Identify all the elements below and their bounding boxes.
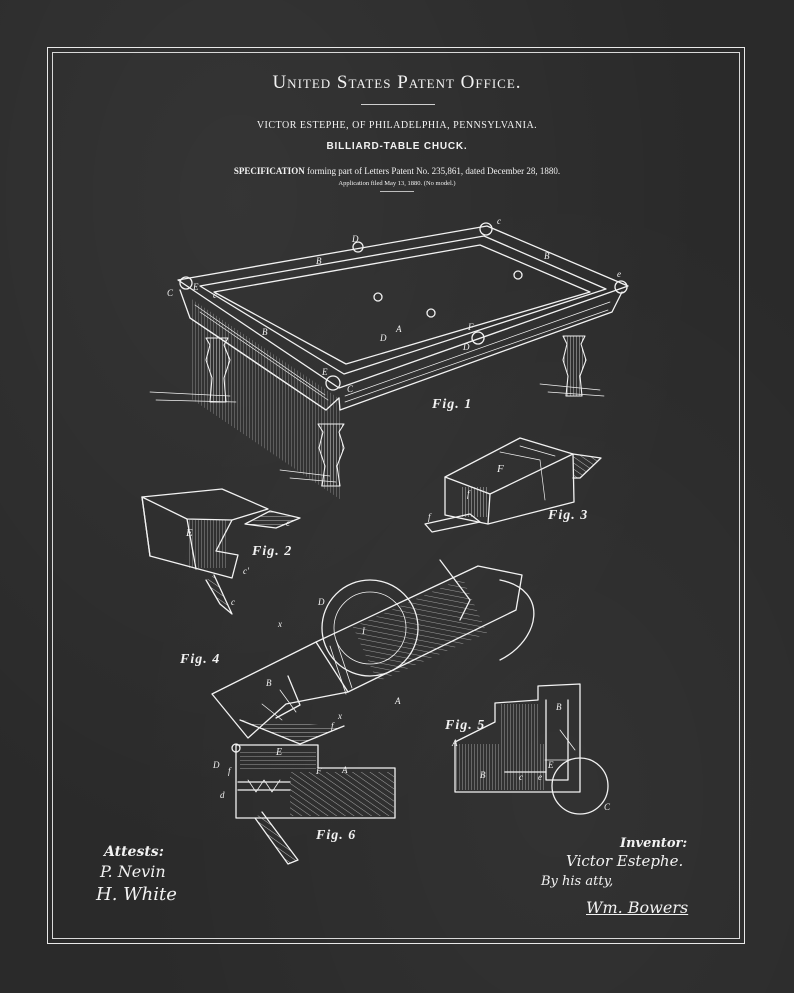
ref-letter: B xyxy=(556,702,562,712)
ref-letter: E xyxy=(186,527,193,539)
ref-letter: c xyxy=(213,290,217,300)
by-attorney: By his atty, xyxy=(541,874,614,889)
inventor-signature: Victor Estephe. xyxy=(566,852,684,870)
ref-letter: f xyxy=(467,489,470,499)
pocket-side-front xyxy=(471,331,485,345)
invention-title: BILLIARD-TABLE CHUCK. xyxy=(326,141,468,152)
fig3-block xyxy=(424,437,602,533)
table-outer-rail xyxy=(177,225,629,389)
table-bed xyxy=(213,244,591,365)
ref-letter: D xyxy=(318,597,325,607)
table-leg-front xyxy=(317,423,345,487)
ref-letter: c xyxy=(497,216,501,226)
attorney-signature: Wm. Bowers xyxy=(586,898,689,917)
ref-letter: B xyxy=(544,251,550,261)
pocket-front-left xyxy=(325,375,341,391)
ref-letter: c xyxy=(231,597,235,607)
ref-letter: A xyxy=(342,765,348,775)
ref-letter: B xyxy=(480,770,486,780)
ref-letter: e xyxy=(617,269,621,279)
ref-letter: B xyxy=(262,327,268,337)
ref-letter: D xyxy=(463,342,470,352)
ref-letter: D xyxy=(213,760,220,770)
title-divider xyxy=(361,104,435,105)
ref-letter: E xyxy=(276,747,283,758)
ref-letter: e xyxy=(538,772,542,782)
patent-office-title: United States Patent Office. xyxy=(272,72,522,93)
attest-label: Attests: xyxy=(104,844,164,860)
spec-prefix: SPECIFICATION xyxy=(233,166,305,176)
inventor-line: VICTOR ESTEPHE, OF PHILADELPHIA, PENNSYL… xyxy=(256,120,538,131)
ref-letter: A xyxy=(452,738,458,748)
ref-letter: d xyxy=(220,790,225,800)
fig6-cross-section xyxy=(231,743,396,865)
fig1-billiard-table xyxy=(149,222,629,500)
ref-letter: C xyxy=(167,288,174,298)
ball-1 xyxy=(373,292,383,302)
ref-letter: c' xyxy=(243,566,249,576)
fig2-label: Fig. 2 xyxy=(252,544,293,559)
pocket-back-left xyxy=(179,276,193,290)
witness-signature-1: P. Nevin xyxy=(100,862,166,881)
ref-letter: f xyxy=(428,512,431,522)
ref-letter: E xyxy=(322,367,328,377)
ref-letter: E xyxy=(548,760,554,770)
ref-letter: D xyxy=(352,234,359,244)
ref-letter: f xyxy=(331,721,334,731)
table-cushion xyxy=(199,235,607,375)
fig3-label: Fig. 3 xyxy=(548,508,589,523)
ref-letter: C xyxy=(347,384,354,394)
fig5-label: Fig. 5 xyxy=(445,718,486,733)
ref-letter: D xyxy=(380,333,387,343)
fig5-corner-section xyxy=(454,683,609,815)
table-leg-right xyxy=(562,335,587,397)
spec-text: forming part of Letters Patent No. 235,8… xyxy=(306,166,561,176)
ref-letter: I xyxy=(362,626,365,636)
ref-letter: f xyxy=(228,766,231,776)
ref-letter: A xyxy=(396,324,402,334)
specification-line: SPECIFICATION forming part of Letters Pa… xyxy=(0,166,794,176)
ref-letter: F xyxy=(497,463,504,475)
ref-letter: e xyxy=(286,518,290,528)
ref-letter: C xyxy=(604,802,611,812)
ref-letter: B xyxy=(316,256,322,266)
fig4-label: Fig. 4 xyxy=(180,652,221,667)
ref-letter: x xyxy=(278,619,282,629)
filed-line: Application filed May 13, 1880. (No mode… xyxy=(338,180,456,187)
ref-letter: A xyxy=(395,696,401,706)
fig5-roller xyxy=(551,757,609,815)
pocket-side-back xyxy=(352,241,364,253)
ref-letter: c xyxy=(519,772,523,782)
ref-letter: F xyxy=(468,322,474,332)
ref-letter: F xyxy=(316,766,322,776)
fig2-corner-block xyxy=(141,488,301,615)
filed-divider xyxy=(380,191,414,192)
pocket-back-right xyxy=(479,222,493,236)
ball-3 xyxy=(513,270,523,280)
witness-signature-2: H. White xyxy=(96,884,177,905)
fig4-chuck-assembly xyxy=(211,559,535,745)
fig1-label: Fig. 1 xyxy=(432,397,473,412)
fig6-label: Fig. 6 xyxy=(316,828,357,843)
ref-letter: E xyxy=(193,282,199,292)
fig4-roller xyxy=(321,579,419,677)
ball-2 xyxy=(426,308,436,318)
inventor-label: Inventor: xyxy=(620,836,688,851)
outer-border xyxy=(47,47,745,944)
ref-letter: x xyxy=(338,711,342,721)
inner-border xyxy=(52,52,740,939)
ref-letter: B xyxy=(266,678,272,688)
